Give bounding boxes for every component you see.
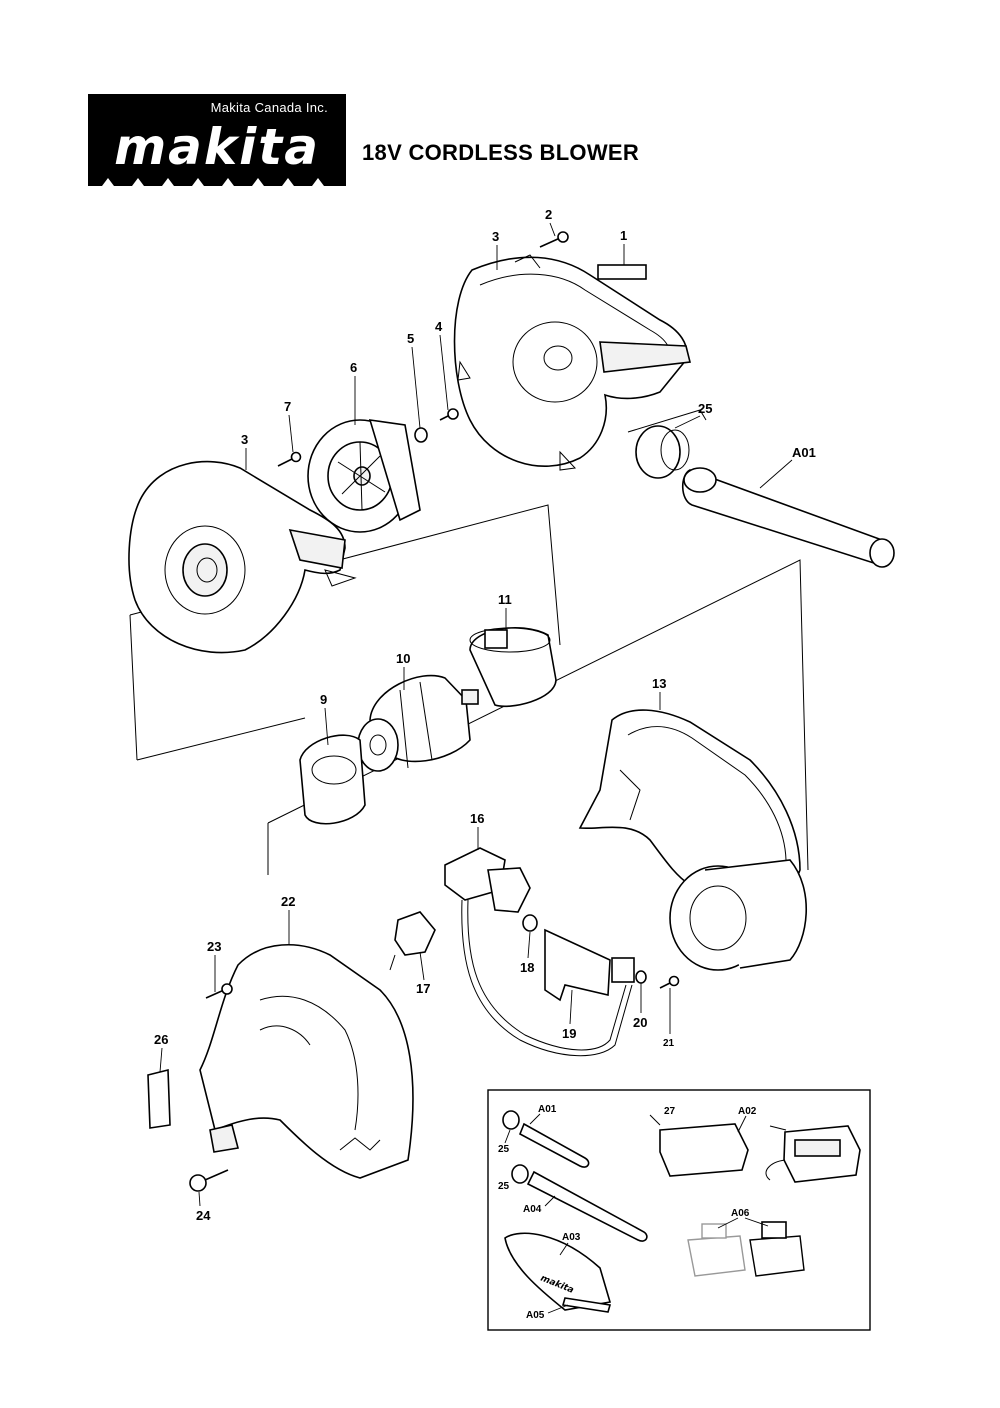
accessory-25-b: 25 <box>498 1181 510 1192</box>
screw-23 <box>205 983 233 999</box>
callout-22: 22 <box>281 894 295 909</box>
callout-7: 7 <box>284 399 291 414</box>
terminal-17 <box>389 911 436 971</box>
callout-23: 23 <box>207 939 221 954</box>
housing-half-left <box>128 460 357 654</box>
motor-sleeve-11 <box>469 627 557 708</box>
callout-2: 2 <box>545 207 552 222</box>
name-plate <box>597 264 647 280</box>
accessory-27: 27 <box>664 1106 676 1117</box>
callout-19: 19 <box>562 1026 576 1041</box>
callout-1: 1 <box>620 228 627 243</box>
accessory-a04: A04 <box>523 1204 542 1215</box>
callout-a01: A01 <box>792 445 816 460</box>
accessory-25-a: 25 <box>498 1144 510 1155</box>
screw-2 <box>539 231 569 248</box>
screw-21 <box>659 975 680 989</box>
accessory-a02: A02 <box>738 1106 757 1117</box>
accessory-a03: A03 <box>562 1232 581 1243</box>
callout-18: 18 <box>520 960 534 975</box>
handle-housing-13 <box>578 709 808 971</box>
switch-assembly-16 <box>444 847 633 1057</box>
screw-4 <box>439 408 459 421</box>
motor-10 <box>357 674 479 772</box>
callout-20: 20 <box>633 1015 647 1030</box>
page-title: 18V CORDLESS BLOWER <box>362 140 640 165</box>
accessories-inset: A01 25 25 A04 makita A03 A05 27 A02 <box>487 1089 871 1331</box>
washer-5 <box>414 427 428 443</box>
callout-10: 10 <box>396 651 410 666</box>
callout-4: 4 <box>435 319 443 334</box>
callout-11: 11 <box>498 592 512 607</box>
callout-26: 26 <box>154 1032 168 1047</box>
callout-9: 9 <box>320 692 327 707</box>
screw-7 <box>277 451 302 467</box>
callout-16: 16 <box>470 811 484 826</box>
callout-24: 24 <box>196 1208 211 1223</box>
callout-25: 25 <box>698 401 712 416</box>
callout-13: 13 <box>652 676 666 691</box>
bracket-19 <box>544 928 611 1002</box>
housing-cover-22 <box>199 943 414 1179</box>
clip-26 <box>147 1068 171 1129</box>
brand-wordmark: makita <box>114 118 320 176</box>
nut-18 <box>522 914 538 932</box>
accessory-a06: A06 <box>731 1208 750 1219</box>
company-name: Makita Canada Inc. <box>210 100 328 115</box>
callout-21: 21 <box>663 1038 675 1049</box>
callout-5: 5 <box>407 331 414 346</box>
screw-24 <box>189 1169 229 1192</box>
logo-teeth-icon <box>102 178 324 186</box>
end-cap-9 <box>299 734 366 825</box>
makita-logo: Makita Canada Inc. makita <box>88 94 346 186</box>
callout-layer: 1 2 3 3 4 5 6 7 25 A01 11 10 9 13 16 22 … <box>154 207 816 1223</box>
callout-3-upper: 3 <box>492 229 499 244</box>
callout-3-lower: 3 <box>241 432 248 447</box>
nozzle-a01 <box>681 467 895 568</box>
accessory-a01: A01 <box>538 1104 557 1115</box>
fan-impeller <box>307 419 421 533</box>
housing-half-right <box>453 254 691 471</box>
callout-17: 17 <box>416 981 430 996</box>
ring-25 <box>635 425 690 479</box>
accessory-a05: A05 <box>526 1310 545 1321</box>
callout-6: 6 <box>350 360 357 375</box>
terminal-20 <box>611 957 647 984</box>
